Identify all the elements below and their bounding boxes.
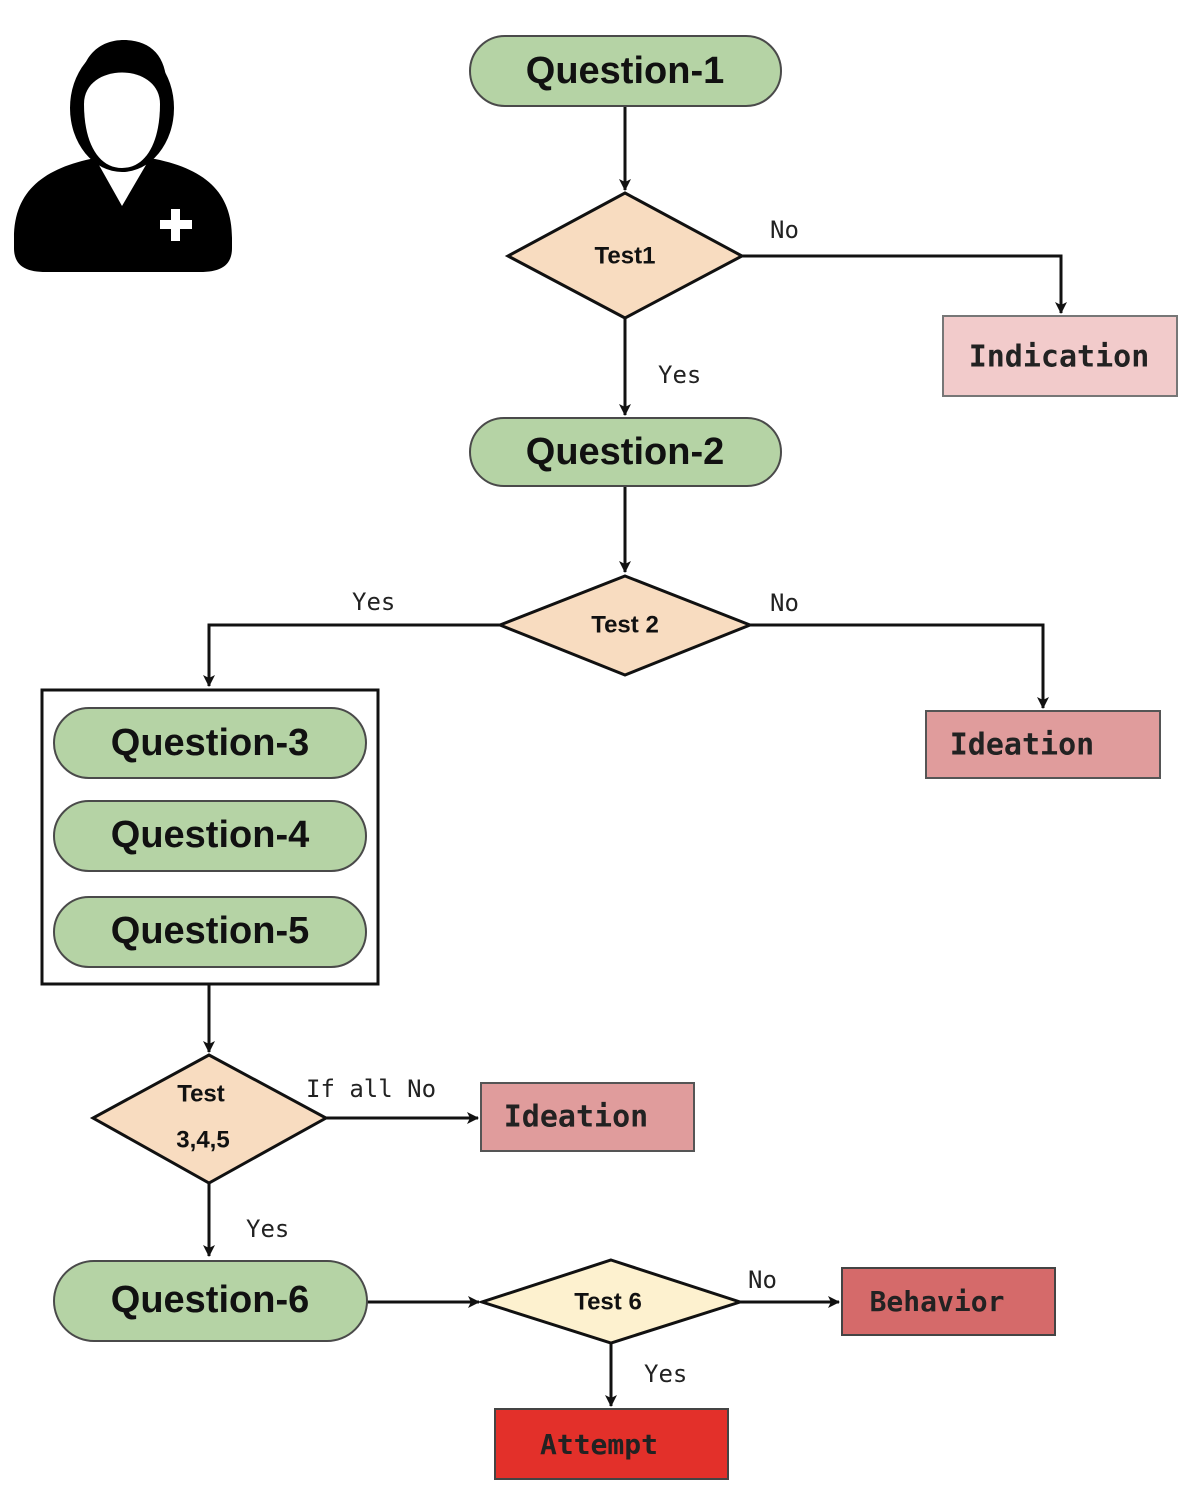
question-5-label: Question-5 — [111, 910, 309, 952]
question-2: Question-2 — [469, 417, 782, 487]
outcome-behavior-label: Behavior — [870, 1285, 1005, 1318]
edge-test2-no — [750, 623, 1049, 709]
outcome-ideation-1-label: Ideation — [950, 728, 1095, 763]
edge-label-test1-yes: Yes — [658, 361, 701, 389]
doctor-avatar-icon — [14, 40, 232, 272]
question-4-label: Question-4 — [111, 814, 309, 856]
question-3: Question-3 — [53, 707, 367, 779]
outcome-behavior: Behavior — [841, 1267, 1056, 1336]
edge-test1-no — [742, 254, 1067, 314]
question-2-label: Question-2 — [526, 431, 724, 473]
question-6-label: Question-6 — [111, 1279, 309, 1321]
edge-label-test6-yes: Yes — [644, 1360, 687, 1388]
connectors — [203, 106, 1067, 1407]
outcome-attempt-label: Attempt — [540, 1428, 658, 1461]
test-345-label-line2: 3,4,5 — [176, 1126, 229, 1153]
test-2-label: Test 2 — [591, 611, 659, 638]
test-1-label: Test1 — [595, 242, 656, 269]
question-6: Question-6 — [53, 1260, 368, 1342]
outcome-ideation-2: Ideation — [480, 1082, 695, 1152]
test-1-decision: Test1 — [504, 191, 746, 320]
test-6-label: Test 6 — [574, 1288, 642, 1315]
outcome-indication: Indication — [942, 315, 1178, 397]
edge-label-test345-no: If all No — [306, 1075, 436, 1103]
test-6-decision: Test 6 — [477, 1258, 745, 1345]
edge-label-test1-no: No — [770, 216, 799, 244]
test-2-decision: Test 2 — [495, 574, 755, 677]
test-345-decision: Test 3,4,5 — [89, 1053, 330, 1185]
question-1: Question-1 — [469, 35, 782, 107]
outcome-attempt: Attempt — [494, 1408, 729, 1480]
outcome-ideation-2-label: Ideation — [504, 1100, 649, 1135]
question-5: Question-5 — [53, 896, 367, 968]
edge-label-test2-yes: Yes — [352, 588, 395, 616]
edge-label-test345-yes: Yes — [246, 1215, 289, 1243]
question-3-label: Question-3 — [111, 722, 309, 764]
question-4: Question-4 — [53, 800, 367, 872]
outcome-ideation-1: Ideation — [925, 710, 1161, 779]
edge-label-test6-no: No — [748, 1266, 777, 1294]
edge-test2-yes — [203, 623, 500, 687]
edge-label-test2-no: No — [770, 589, 799, 617]
test-345-label-line1: Test — [177, 1080, 225, 1107]
question-1-label: Question-1 — [526, 50, 724, 92]
outcome-indication-label: Indication — [969, 340, 1150, 375]
